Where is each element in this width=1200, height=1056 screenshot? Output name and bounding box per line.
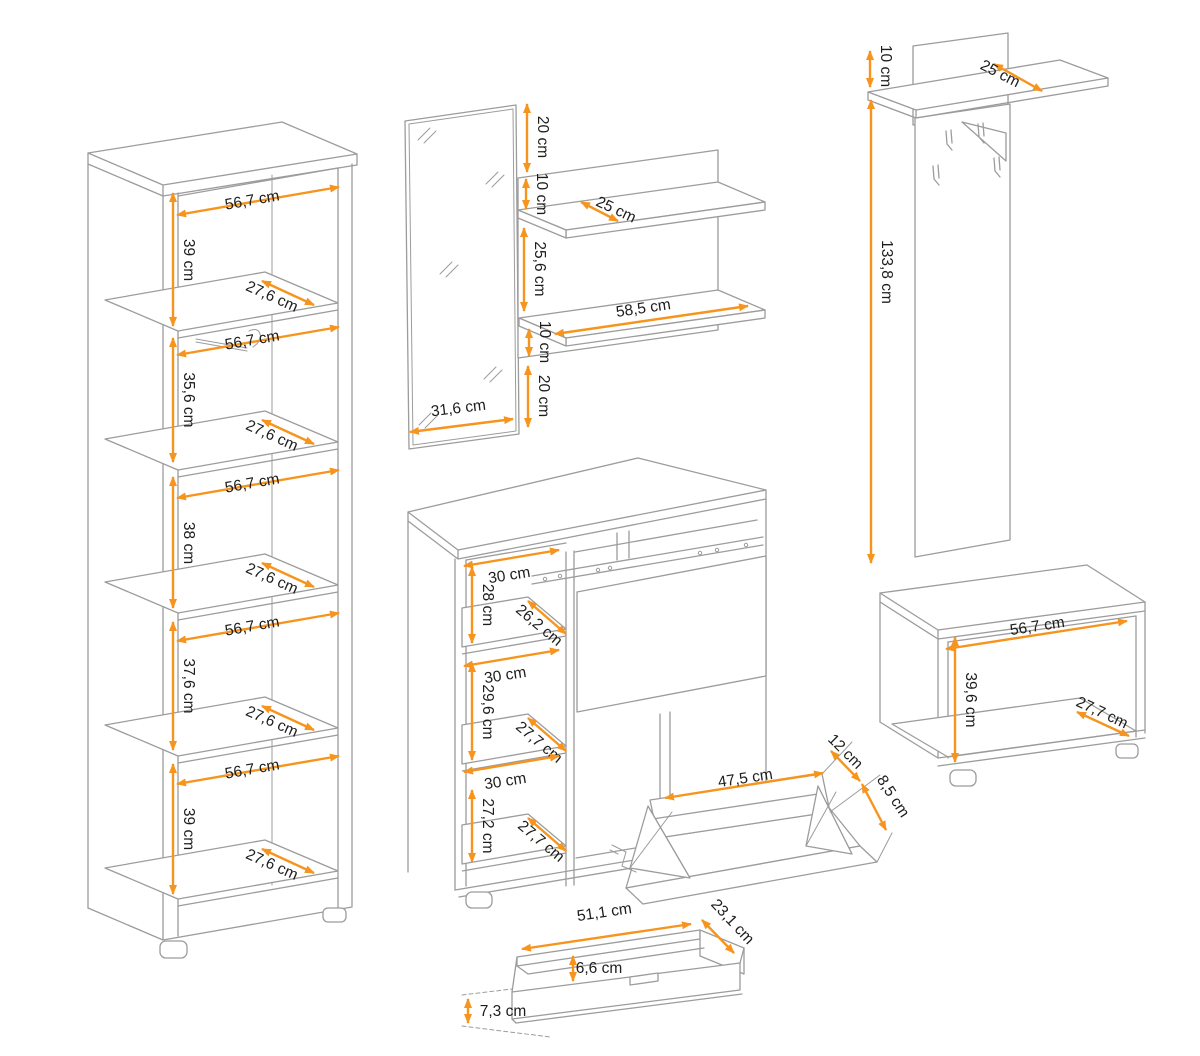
- dim-shoe-c1-height: 28 cm: [479, 584, 496, 626]
- dim-shoe-c3-width: 30 cm: [483, 770, 527, 793]
- dim-drawer-front-height: 7,3 cm: [480, 1003, 527, 1020]
- dim-cabinet-height-4: 37,6 cm: [180, 658, 197, 713]
- dim-shelf-between: 25,6 cm: [531, 241, 548, 296]
- flap-support-left: [629, 805, 691, 879]
- dim-shelf-upper-gap: 10 cm: [533, 173, 550, 215]
- wall-shelf-drawing: 20 cm 10 cm 25 cm 25,6 cm 58,5 cm 10 cm …: [517, 103, 766, 428]
- shoe-cabinet-drawing: 30 cm 28 cm 26,2 cm 30 cm 29,6 cm 27,7 c…: [407, 457, 767, 909]
- dim-shoe-c2-height: 29,6 cm: [479, 684, 496, 739]
- drawer-inner-bottom: [516, 947, 705, 975]
- flap-support-right: [805, 785, 853, 855]
- cabinet-foot-left: [159, 940, 188, 959]
- coat-panel-board: [914, 103, 1011, 558]
- dim-flap-edge: 8,5 cm: [873, 772, 913, 820]
- dim-shelf-top-offset: 20 cm: [534, 116, 551, 158]
- dim-cabinet-height-5: 39 cm: [180, 808, 197, 850]
- dim-shoe-c1-width: 30 cm: [487, 564, 531, 587]
- mirror-surface: [404, 104, 520, 450]
- dim-mirror-width: 31,6 cm: [430, 397, 487, 421]
- dim-shelf-bottom-offset: 20 cm: [535, 375, 552, 417]
- drawer-handle-notch: [629, 972, 659, 986]
- shoe-cabinet-top-edge: [407, 489, 767, 560]
- shoe-cabinet-door: [576, 555, 767, 713]
- cabinet-shelves: [104, 271, 339, 907]
- drawer-leader-lines: [461, 988, 551, 1038]
- shoe-cabinet-left-divider: [565, 550, 575, 887]
- dim-bench-height: 39,6 cm: [962, 672, 979, 727]
- drawer-panel-edges: [511, 947, 745, 1024]
- cabinet-top-board: [87, 121, 358, 186]
- drawer-front-panel: [511, 962, 741, 1020]
- wall-shelf-top-board: [517, 181, 766, 239]
- mirror-inner-frame: [408, 108, 517, 446]
- shoe-cabinet-foot-left: [465, 891, 493, 909]
- bench-drawing: 56,7 cm 39,6 cm 27,7 cm: [879, 564, 1146, 787]
- dim-coat-panel-height: 133,8 cm: [878, 240, 895, 304]
- dim-cabinet-height-2: 35,6 cm: [180, 372, 197, 427]
- cabinet-top-board-edge: [87, 152, 358, 197]
- dim-drawer-width: 51,1 cm: [576, 900, 633, 925]
- cabinet-bottom-edges: [87, 906, 353, 941]
- cabinet-foot-right: [322, 907, 347, 923]
- dim-shoe-c3-height: 27,2 cm: [479, 798, 496, 853]
- mirror-drawing: 31,6 cm: [404, 104, 520, 450]
- bench-top-edge: [879, 592, 1146, 640]
- shoe-cabinet-sides: [407, 498, 767, 891]
- shoe-cabinet-top-board: [407, 457, 767, 551]
- bench-foot-right: [1115, 743, 1139, 759]
- shoe-cabinet-top-rail: [531, 519, 764, 585]
- flap-hinge-bracket: [609, 844, 637, 873]
- cabinet-side-edges: [87, 163, 353, 941]
- dim-cabinet-height-1: 39 cm: [180, 239, 197, 281]
- dim-shelf-lower-gap: 10 cm: [536, 321, 553, 363]
- dim-coat-shelf-rise: 10 cm: [877, 45, 894, 87]
- tilt-flap-drawing: 47,5 cm 12 cm 8,5 cm: [609, 731, 913, 905]
- dim-drawer-inner-height: 6,6 cm: [576, 960, 623, 977]
- coat-panel-bracket: [961, 121, 1007, 162]
- dim-shoe-c2-width: 30 cm: [483, 664, 527, 687]
- drawer-drawing: 51,1 cm 23,1 cm 6,6 cm 7,3 cm: [461, 896, 757, 1038]
- dim-cabinet-height-3: 38 cm: [180, 522, 197, 564]
- bench-foot-left: [949, 769, 977, 787]
- tall-cabinet-drawing: 56,7 cm 39 cm 27,6 cm 56,7 cm 35,6 cm 27…: [87, 121, 358, 959]
- coat-hooks: [932, 122, 1001, 186]
- coat-panel-drawing: 10 cm 25 cm 133,8 cm: [866, 32, 1109, 564]
- bench-side-edges: [879, 601, 1146, 759]
